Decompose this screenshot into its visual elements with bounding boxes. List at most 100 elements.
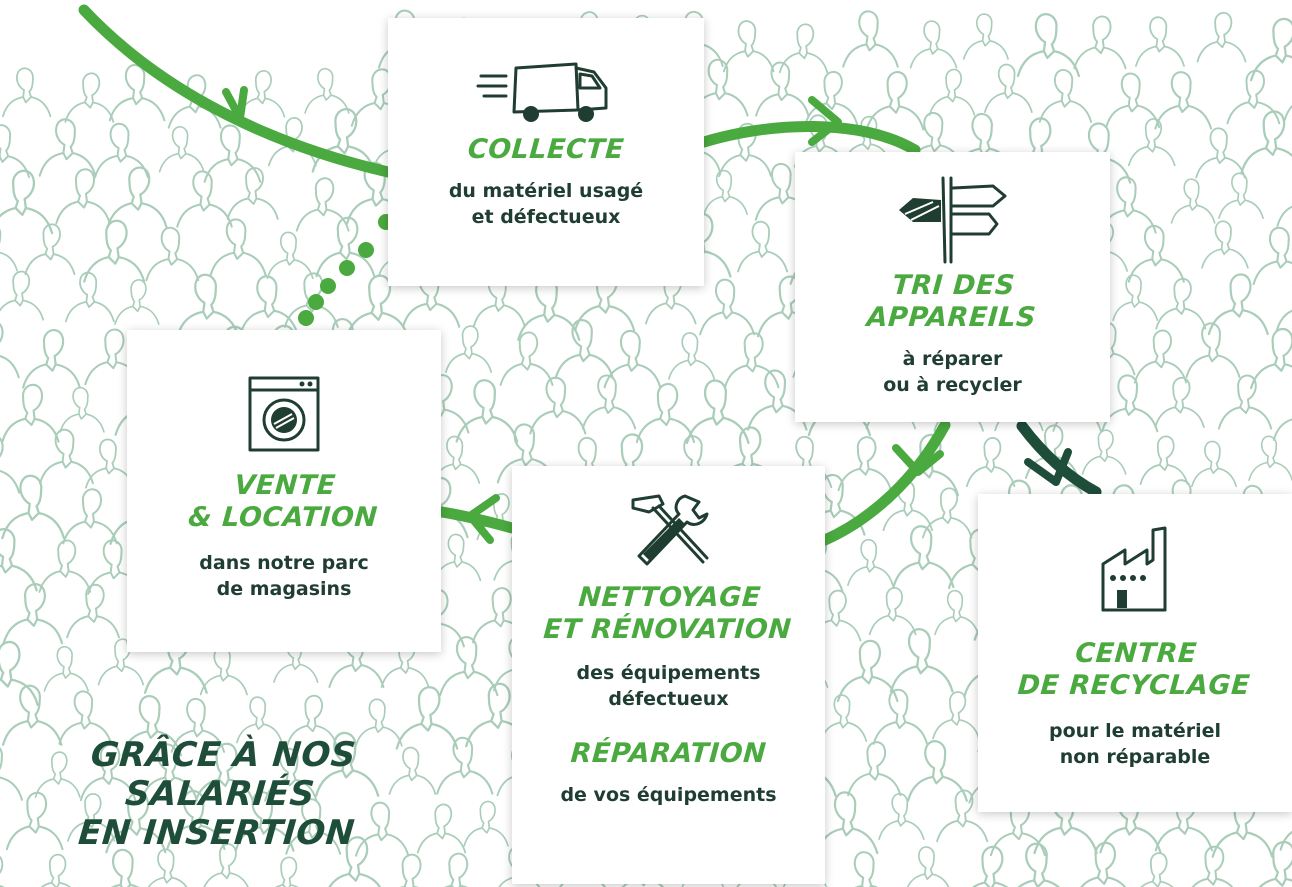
person-outline: [79, 743, 137, 802]
person-sketch: [304, 67, 350, 114]
person-outline: [723, 332, 780, 389]
person-outline: [1218, 172, 1264, 220]
arrow-collecte-to-tri: [698, 120, 921, 156]
person-outline: [581, 374, 637, 430]
arrow-head-3: [892, 444, 944, 476]
person-sketch: [1226, 69, 1281, 125]
person-outline: [1154, 376, 1205, 428]
person-sketch: [1, 474, 66, 540]
nettoyage-title: NETTOYAGE ET RÉNOVATION: [542, 582, 793, 645]
person-outline: [395, 686, 459, 750]
person-outline: [1, 474, 66, 540]
person-sketch: [872, 688, 929, 745]
person-sketch: [465, 682, 529, 748]
person-outline: [1016, 13, 1081, 78]
person-sketch: [1154, 376, 1205, 428]
person-sketch: [1218, 172, 1264, 220]
person-sketch: [166, 790, 226, 851]
person-sketch: [110, 848, 140, 887]
person-sketch: [22, 329, 81, 389]
person-sketch: [1195, 127, 1246, 179]
person-sketch: [668, 332, 716, 380]
person-sketch: [1250, 17, 1292, 82]
person-sketch: [722, 20, 775, 73]
person-sketch: [635, 383, 696, 444]
person-outline: [85, 438, 135, 489]
person-sketch: [836, 639, 899, 703]
person-outline: [872, 688, 929, 745]
person-outline: [38, 118, 97, 177]
person-sketch: [892, 525, 955, 589]
person-outline: [0, 528, 38, 592]
person-sketch: [85, 438, 135, 489]
person-outline: [1079, 841, 1127, 887]
person-sketch: [1112, 274, 1159, 321]
person-sketch: [703, 169, 748, 216]
person-outline: [1081, 429, 1127, 475]
person-sketch: [62, 488, 118, 545]
person-outline: [984, 63, 1033, 113]
person-outline: [755, 61, 810, 117]
person-outline: [64, 271, 115, 323]
person-sketch: [907, 112, 964, 169]
person-outline: [176, 170, 233, 228]
person-sketch: [439, 636, 499, 697]
person-sketch: [499, 331, 554, 386]
person-sketch: [0, 124, 30, 179]
person-outline: [463, 800, 509, 847]
person-outline: [1258, 840, 1292, 887]
arrow-head-1: [222, 86, 248, 122]
person-outline: [816, 791, 879, 855]
person-outline: [865, 71, 925, 131]
vente-title: VENTE & LOCATION: [187, 470, 379, 533]
person-outline: [936, 789, 989, 843]
person-outline: [471, 587, 528, 644]
person-sketch: [436, 736, 494, 795]
person-outline: [1195, 127, 1246, 179]
person-sketch: [906, 846, 950, 887]
recyclage-title: CENTRE DE RECYCLAGE: [1016, 638, 1252, 701]
tri-description: à réparer ou à recycler: [883, 348, 1022, 396]
delivery-truck-icon: [476, 62, 608, 122]
person-sketch: [0, 640, 39, 707]
person-sketch: [0, 747, 23, 801]
card-collecte: COLLECTE du matériel usagé et défectueux: [388, 18, 704, 286]
person-sketch: [1185, 322, 1241, 378]
person-sketch: [889, 628, 954, 693]
person-outline: [58, 690, 113, 745]
person-sketch: [203, 843, 249, 887]
person-sketch: [496, 423, 557, 484]
person-sketch: [847, 741, 902, 797]
person-sketch: [737, 220, 789, 273]
person-outline: [499, 331, 554, 386]
person-outline: [114, 279, 160, 326]
person-sketch: [64, 72, 115, 123]
person-outline: [1250, 17, 1292, 82]
person-outline: [1240, 110, 1292, 174]
tagline: GRÂCE À NOS SALARIÉS EN INSERTION: [76, 735, 358, 853]
person-outline: [286, 694, 338, 747]
person-sketch: [1, 383, 60, 443]
person-outline: [238, 70, 286, 118]
arrow-head-5: [466, 494, 500, 544]
person-sketch: [778, 23, 829, 74]
person-sketch: [1258, 840, 1292, 887]
person-outline: [1185, 322, 1241, 378]
person-outline: [529, 376, 587, 435]
hammer-wrench-icon: [631, 494, 708, 566]
tri-title: TRI DES APPAREILS: [865, 270, 1038, 333]
person-sketch: [1240, 110, 1292, 174]
arrow-into-collecte: [78, 4, 394, 178]
person-sketch: [1073, 15, 1127, 70]
person-sketch: [934, 589, 979, 636]
person-sketch: [723, 332, 780, 389]
person-sketch: [517, 276, 581, 341]
person-outline: [1252, 226, 1292, 286]
person-outline: [193, 742, 255, 805]
person-sketch: [962, 13, 1009, 60]
person-sketch: [34, 751, 81, 798]
person-outline: [934, 589, 979, 636]
arrow-head-4: [1024, 448, 1072, 486]
person-outline: [1127, 225, 1185, 283]
person-outline: [444, 852, 469, 887]
